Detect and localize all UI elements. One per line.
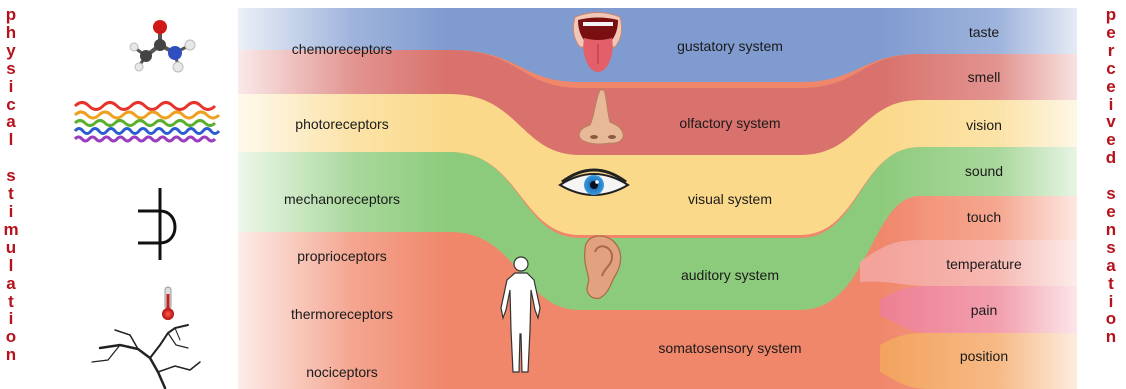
- label-position: position: [960, 348, 1008, 364]
- label-vision: vision: [966, 117, 1002, 133]
- label-olfactory-system: olfactory system: [679, 115, 780, 131]
- label-visual-system: visual system: [688, 191, 772, 207]
- label-taste: taste: [969, 24, 1000, 40]
- label-somatosensory-system: somatosensory system: [658, 340, 801, 356]
- label-sound: sound: [965, 163, 1003, 179]
- label-chemoreceptors: chemoreceptors: [292, 41, 392, 57]
- right-fade: [880, 8, 1077, 389]
- label-auditory-system: auditory system: [681, 267, 779, 283]
- molecule-icon: [130, 20, 195, 72]
- label-pain: pain: [971, 302, 997, 318]
- label-mechanoreceptors: mechanoreceptors: [284, 191, 400, 207]
- thermometer-icon: [162, 287, 174, 320]
- label-touch: touch: [967, 209, 1001, 225]
- crack-icon: [92, 325, 200, 388]
- label-thermoreceptors: thermoreceptors: [291, 306, 393, 322]
- label-nociceptors: nociceptors: [306, 364, 378, 380]
- label-proprioceptors: proprioceptors: [297, 248, 387, 264]
- pressure-icon: [138, 188, 175, 260]
- label-photoreceptors: photoreceptors: [295, 116, 388, 132]
- label-temperature: temperature: [946, 256, 1022, 272]
- label-gustatory-system: gustatory system: [677, 38, 783, 54]
- label-smell: smell: [968, 69, 1001, 85]
- light-waves-icon: [75, 103, 219, 142]
